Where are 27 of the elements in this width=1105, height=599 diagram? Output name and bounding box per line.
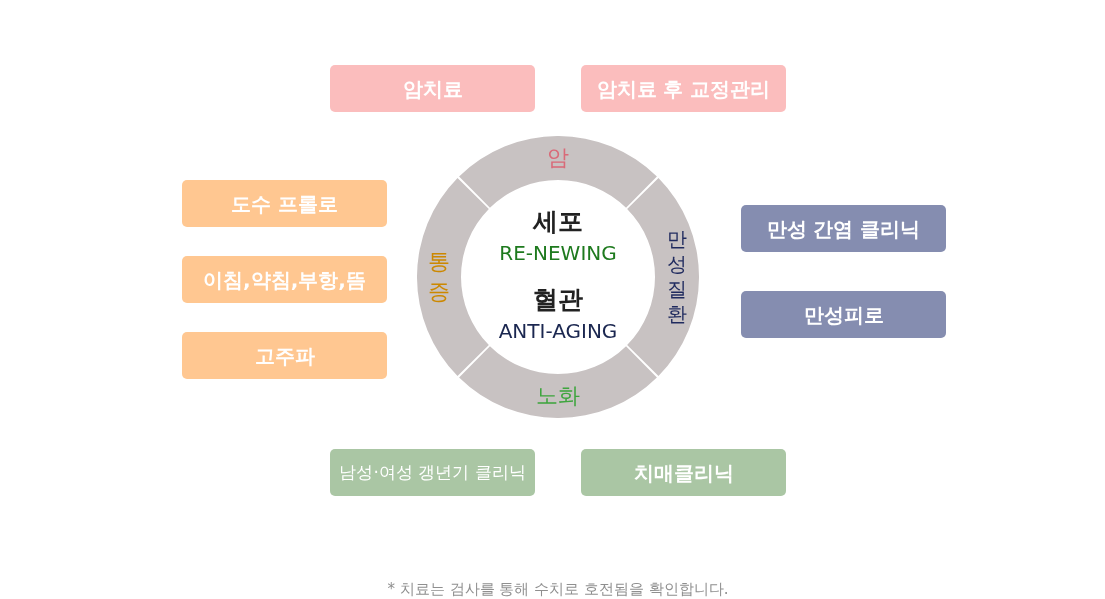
program-name: 도수 프롤로 [231, 192, 338, 215]
program-name: 만성피로 [803, 303, 884, 326]
segment-label: 만성질환 [666, 227, 688, 327]
program-card [330, 65, 535, 112]
center-heading: 혈관 [533, 286, 583, 314]
program-name: 암치료 후 교정관리 [596, 77, 771, 100]
footnote: * 치료는 검사를 통해 수치로 호전됨을 확인합니다. [387, 580, 729, 598]
program-card [330, 449, 535, 496]
center-heading: 세포 [533, 208, 583, 236]
program-name: 암치료 [402, 77, 463, 100]
program-card [182, 256, 387, 303]
program-card [581, 65, 786, 112]
program-name: 이침,약침,부항,뜸 [203, 268, 366, 291]
segment-label: 노화 [536, 384, 580, 408]
program-card [741, 291, 946, 338]
segment-label: 암 [547, 146, 569, 170]
program-card [581, 449, 786, 496]
center-subtitle: ANTI-AGING [498, 320, 618, 342]
program-name: 치매클리닉 [633, 461, 734, 484]
program-name: 남성·여성 갱년기 클리닉 [339, 463, 526, 482]
program-card [182, 180, 387, 227]
program-card [182, 332, 387, 379]
segment-label: 통증 [427, 248, 451, 306]
program-card [741, 205, 946, 252]
program-name: 만성 간염 클리닉 [766, 217, 921, 240]
center-subtitle: RE-NEWING [499, 242, 617, 264]
program-name: 고주파 [254, 344, 315, 367]
